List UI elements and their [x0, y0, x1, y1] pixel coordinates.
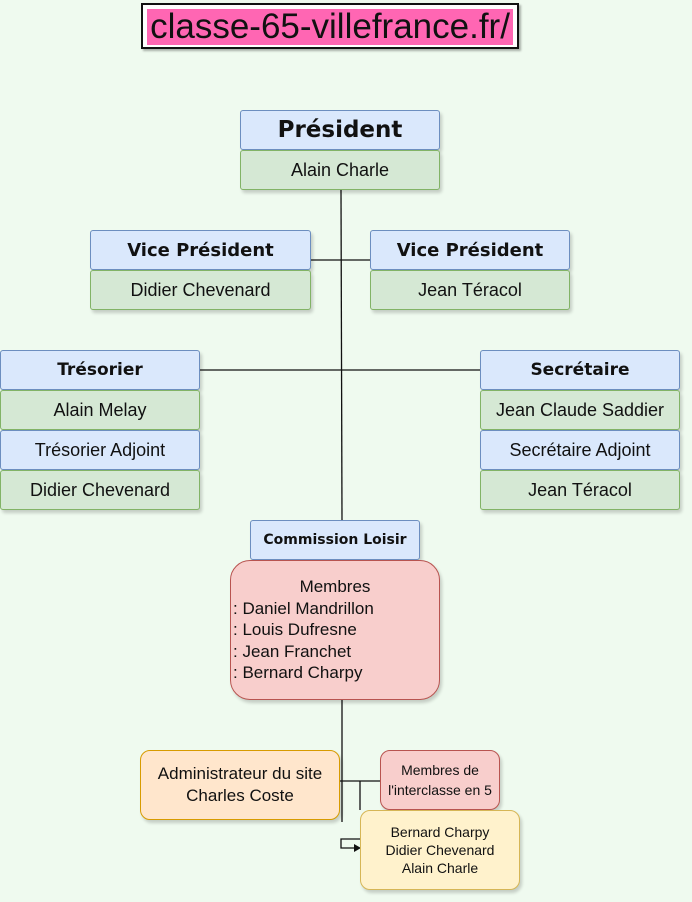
- member: : Jean Franchet: [233, 641, 352, 661]
- tresorier-name: Alain Melay: [0, 390, 200, 430]
- president-name: Alain Charle: [240, 150, 440, 190]
- secretaire-adjoint-name: Jean Téracol: [480, 470, 680, 510]
- admin-title: Administrateur du site: [157, 764, 323, 783]
- interclasse-name: Didier Chevenard: [385, 842, 495, 858]
- member: : Louis Dufresne: [233, 620, 357, 640]
- president-role: Président: [240, 110, 440, 150]
- tresorier-adjoint-role: Trésorier Adjoint: [0, 430, 200, 470]
- secretaire-role: Secrétaire: [480, 350, 680, 390]
- interclasse-name: Alain Charle: [401, 860, 479, 876]
- member: : Daniel Mandrillon: [233, 598, 374, 618]
- admin-name: Charles Coste: [186, 786, 294, 805]
- site-title: classe-65-villefrance.fr/: [141, 3, 519, 49]
- vp-left-name: Didier Chevenard: [90, 270, 311, 310]
- vp-right-role: Vice Président: [370, 230, 570, 270]
- interclasse-name: Bernard Charpy: [390, 824, 490, 840]
- arrowhead-icon: [354, 844, 361, 852]
- tresorier-adjoint-name: Didier Chevenard: [0, 470, 200, 510]
- admin-box: Administrateur du site Charles Coste: [140, 750, 340, 820]
- interclasse-box: Membres de l'interclasse en 5: [380, 750, 500, 810]
- tresorier-role: Trésorier: [0, 350, 200, 390]
- members-label: Membres: [299, 577, 371, 597]
- secretaire-name: Jean Claude Saddier: [480, 390, 680, 430]
- interclasse-line2: l'interclasse en 5: [388, 782, 492, 798]
- commission-members: Membres : Daniel Mandrillon : Louis Dufr…: [230, 560, 440, 700]
- vp-right-name: Jean Téracol: [370, 270, 570, 310]
- commission-title: Commission Loisir: [250, 520, 420, 560]
- interclasse-names: Bernard Charpy Didier Chevenard Alain Ch…: [360, 810, 520, 890]
- vp-left-role: Vice Président: [90, 230, 311, 270]
- member: : Bernard Charpy: [233, 663, 363, 683]
- interclasse-line1: Membres de: [401, 762, 479, 778]
- secretaire-adjoint-role: Secrétaire Adjoint: [480, 430, 680, 470]
